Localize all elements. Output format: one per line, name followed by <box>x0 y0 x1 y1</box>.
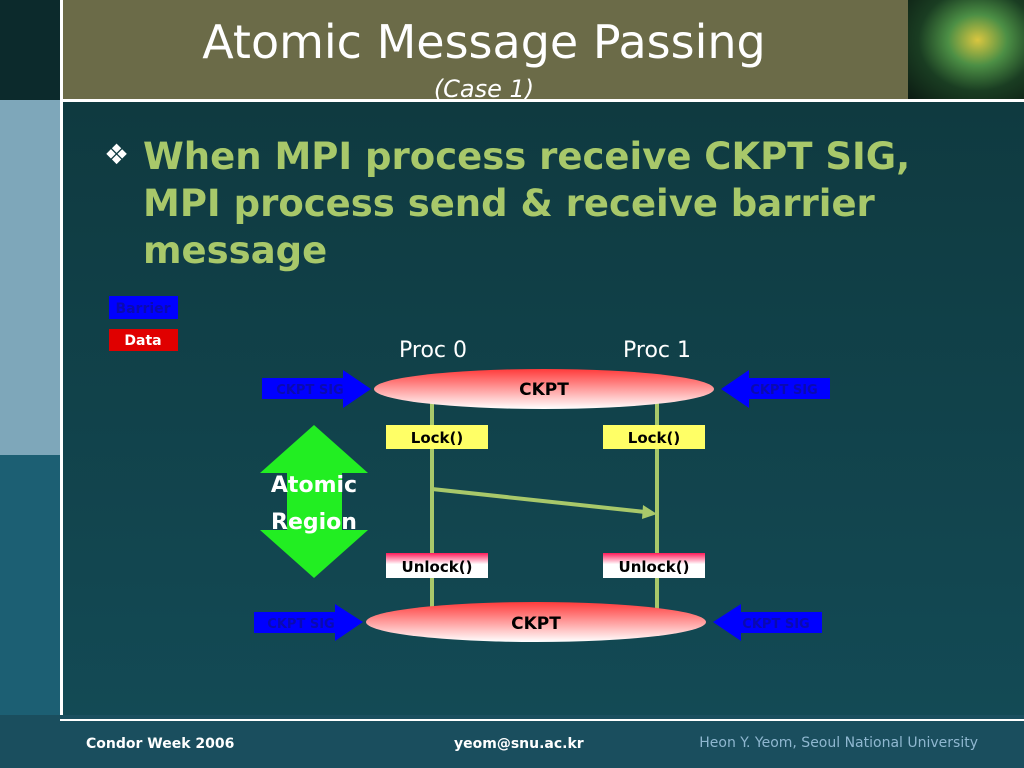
data-message-arrowhead <box>642 505 657 519</box>
ckpt-top-label: CKPT <box>519 380 569 400</box>
proc-0-lock-label: Lock() <box>411 429 463 447</box>
proc-0-label: Proc 0 <box>399 338 467 363</box>
footer-email: yeom@snu.ac.kr <box>454 736 584 752</box>
slide-title: Atomic Message Passing <box>202 15 766 69</box>
left-lower-bar <box>0 455 60 715</box>
proc-1-lock-label: Lock() <box>628 429 680 447</box>
footer-author: Heon Y. Yeom, Seoul National University <box>699 735 978 751</box>
footer-band <box>0 715 1024 768</box>
proc-0-unlock-box <box>386 553 488 578</box>
corner-block <box>0 0 60 100</box>
ckpt-sig-bottom-left-arrow: CKPT SIG <box>254 604 363 641</box>
ckpt-sig-top-left-arrow: CKPT SIG <box>262 370 371 408</box>
proc-0-lock-box <box>386 425 488 449</box>
bullet-diamond-icon: ❖ <box>104 138 130 171</box>
ckpt-sig-bottom-right-arrow: CKPT SIG <box>713 604 822 641</box>
data-message-line <box>431 487 646 514</box>
ckpt-sig-top-left-label: CKPT SIG <box>276 383 343 398</box>
left-accent-bar <box>0 100 60 455</box>
title-divider <box>60 99 1024 102</box>
ckpt-bottom-ellipse <box>366 602 706 642</box>
atomic-region-label-line2: Region <box>271 510 357 535</box>
slide-subtitle: (Case 1) <box>433 75 535 103</box>
ckpt-sig-bottom-right-label: CKPT SIG <box>742 617 809 632</box>
proc-0-unlock-label: Unlock() <box>402 558 473 576</box>
proc-1-unlock-label: Unlock() <box>619 558 690 576</box>
legend-data-swatch <box>109 329 178 351</box>
legend-barrier-swatch <box>109 296 178 319</box>
footer-event: Condor Week 2006 <box>86 736 235 752</box>
bullet-text: When MPI process receive CKPT SIG, MPI p… <box>143 135 911 272</box>
legend-barrier-label: Barrier <box>115 301 170 317</box>
footer-divider <box>60 719 1024 721</box>
proc-1-lock-box <box>603 425 705 449</box>
left-divider <box>60 0 63 715</box>
ckpt-sig-top-right-label: CKPT SIG <box>750 383 817 398</box>
title-band <box>60 0 908 100</box>
proc-1-label: Proc 1 <box>623 338 691 363</box>
atomic-region-label-line1: Atomic <box>271 473 357 498</box>
ckpt-sig-top-right-arrow: CKPT SIG <box>721 370 830 408</box>
ckpt-bottom-label: CKPT <box>511 614 561 634</box>
legend-data-label: Data <box>124 333 161 349</box>
atomic-region-arrow <box>260 425 368 578</box>
ckpt-top-ellipse <box>374 369 714 409</box>
ckpt-sig-bottom-left-label: CKPT SIG <box>267 617 334 632</box>
monitor-photo <box>908 0 1024 100</box>
proc-1-unlock-box <box>603 553 705 578</box>
